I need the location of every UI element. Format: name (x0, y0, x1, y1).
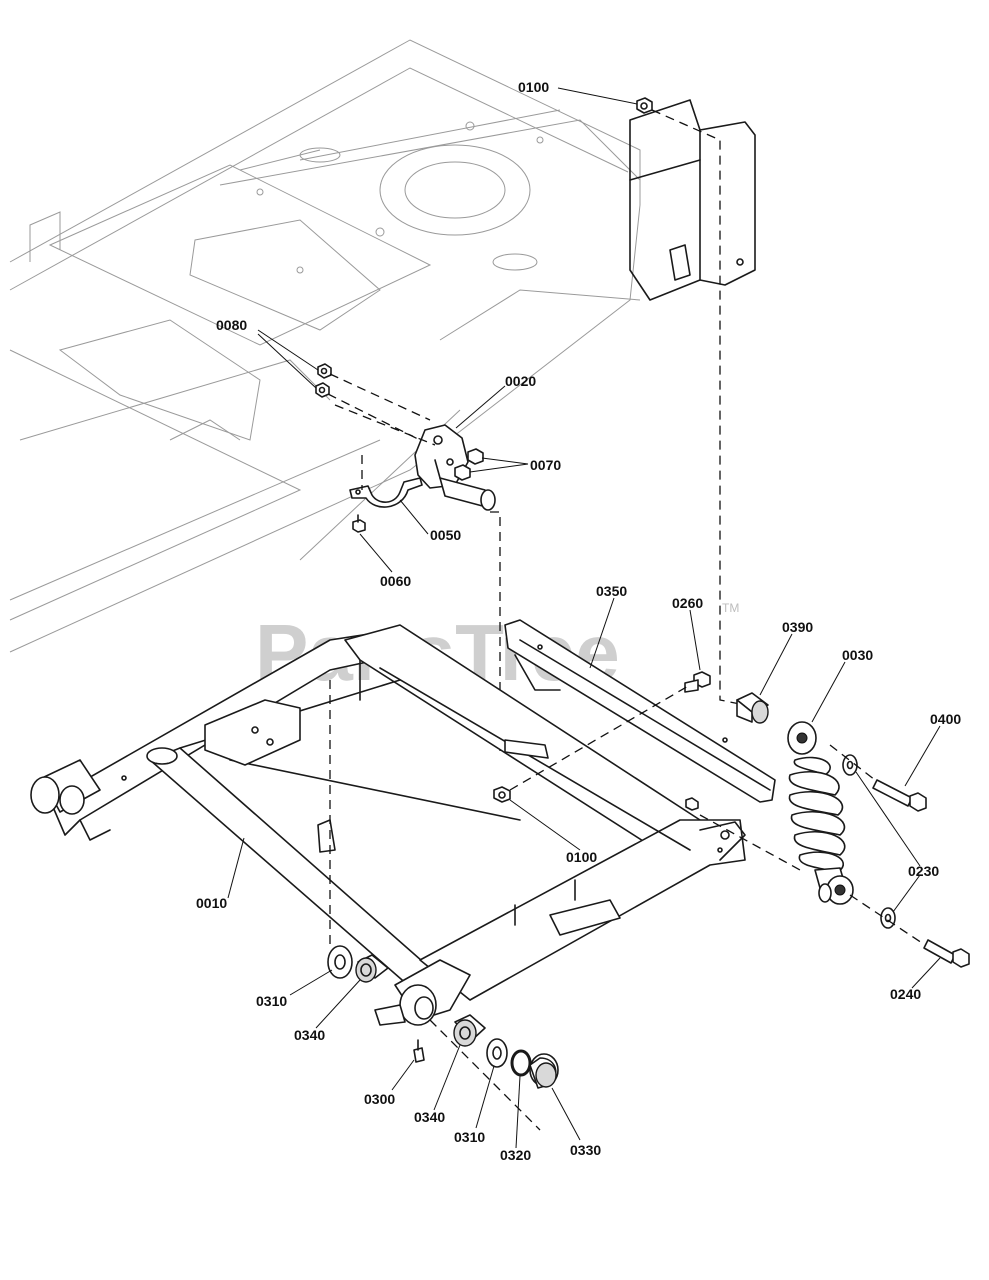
bolt-0240 (923, 939, 970, 968)
washer-0230-lower (880, 907, 896, 929)
bolt-0400 (872, 779, 927, 812)
label-0230: 0230 (908, 863, 939, 879)
label-0260: 0260 (672, 595, 703, 611)
bushing-0340-bottom (453, 1014, 486, 1047)
label-0350: 0350 (596, 583, 627, 599)
nut-0100-mid (493, 786, 511, 803)
guide-line-0080-a (329, 373, 431, 421)
guide-line-shock-top (651, 109, 746, 706)
grease-fitting-0300 (413, 1039, 425, 1063)
label-0390: 0390 (782, 619, 813, 635)
label-0310-bottom: 0310 (454, 1129, 485, 1145)
guide-line-shaft (490, 511, 501, 752)
guide-line-0260 (509, 684, 691, 791)
label-0080: 0080 (216, 317, 247, 333)
label-0100-top: 0100 (518, 79, 549, 95)
chassis-rear-bracket (629, 99, 756, 301)
leader-lines (227, 87, 941, 1149)
label-0100-mid: 0100 (566, 849, 597, 865)
clamp-0050 (349, 477, 423, 508)
guide-line-0240 (849, 894, 926, 946)
label-0340-left: 0340 (294, 1027, 325, 1043)
label-0340-bottom: 0340 (414, 1109, 445, 1125)
washer-0310-bottom (486, 1038, 508, 1068)
label-0240: 0240 (890, 986, 921, 1002)
bolts-0070 (454, 448, 484, 481)
label-0030: 0030 (842, 647, 873, 663)
label-0070: 0070 (530, 457, 561, 473)
label-0320: 0320 (500, 1147, 531, 1163)
watermark-trademark: TM (722, 601, 739, 615)
slide-rail-0350 (504, 619, 776, 803)
nut-0100-top (636, 97, 653, 114)
label-0300: 0300 (364, 1091, 395, 1107)
shock-absorber-0030 (787, 721, 854, 905)
screw-0060 (352, 514, 366, 533)
guide-line-0080-b (327, 393, 421, 441)
label-0330: 0330 (570, 1142, 601, 1158)
washer-0230-upper (842, 754, 858, 776)
label-0060: 0060 (380, 573, 411, 589)
seat-frame-0010 (30, 624, 746, 1026)
label-0310-left: 0310 (256, 993, 287, 1009)
chassis-frame (9, 39, 641, 653)
guide-line-0400 (829, 744, 876, 781)
label-0010: 0010 (196, 895, 227, 911)
washer-0310-left (327, 945, 353, 979)
label-0400: 0400 (930, 711, 961, 727)
label-0020: 0020 (505, 373, 536, 389)
nut-frame (685, 797, 699, 811)
label-0050: 0050 (430, 527, 461, 543)
bushing-0340-left (355, 954, 389, 983)
nuts-0080 (315, 363, 332, 398)
bolt-0260 (684, 671, 711, 693)
spacer-0390 (736, 692, 769, 724)
guide-line-shock-bottom (699, 814, 801, 871)
guide-line-bracket (334, 404, 436, 446)
part-labels: 0100 0080 0020 0070 0050 0060 0350 0260 … (196, 79, 961, 1163)
snap-ring-0320 (510, 1049, 532, 1077)
pivot-bracket-0020 (414, 424, 496, 511)
end-cap-0330 (529, 1053, 559, 1089)
guide-line-pivot (429, 1019, 541, 1131)
